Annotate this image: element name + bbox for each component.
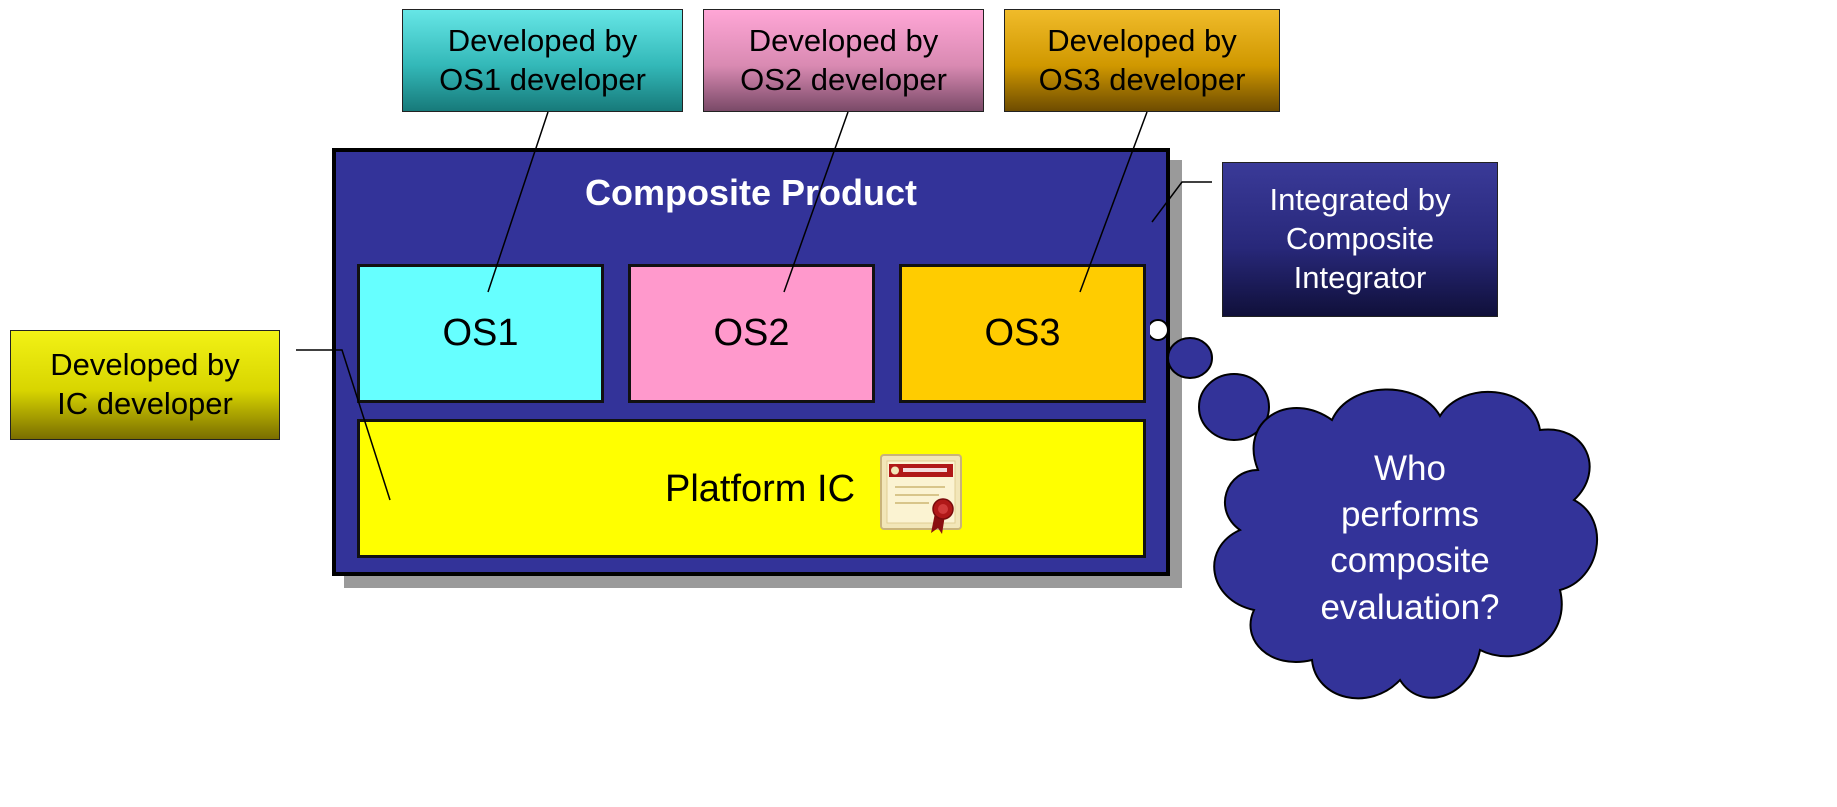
platform-ic-label: Platform IC	[664, 468, 856, 510]
bubble-dot-small	[1150, 319, 1169, 341]
os1-box: OS1	[357, 264, 604, 403]
ic-developer-label: Developed by IC developer	[10, 330, 280, 440]
thought-bubble-text: Who performs composite evaluation?	[1320, 449, 1500, 627]
bubble-dot-medium	[1167, 337, 1213, 379]
composite-product-title: Composite Product	[584, 172, 917, 213]
os1-label: OS1	[442, 312, 519, 354]
integrator-label: Integrated by Composite Integrator	[1222, 162, 1498, 317]
os2-label: OS2	[713, 312, 790, 354]
os2-developer-label: Developed by OS2 developer	[703, 9, 984, 112]
os3-box: OS3	[899, 264, 1146, 403]
thought-bubble	[1150, 319, 1598, 700]
os2-box: OS2	[628, 264, 875, 403]
platform-ic-box	[357, 419, 1146, 558]
certificate-icon	[879, 453, 965, 536]
bubble-dot-large	[1198, 373, 1270, 441]
os3-developer-label: Developed by OS3 developer	[1004, 9, 1280, 112]
os3-label: OS3	[984, 312, 1061, 354]
os1-developer-label: Developed by OS1 developer	[402, 9, 683, 112]
cloud-shape	[1213, 388, 1598, 700]
